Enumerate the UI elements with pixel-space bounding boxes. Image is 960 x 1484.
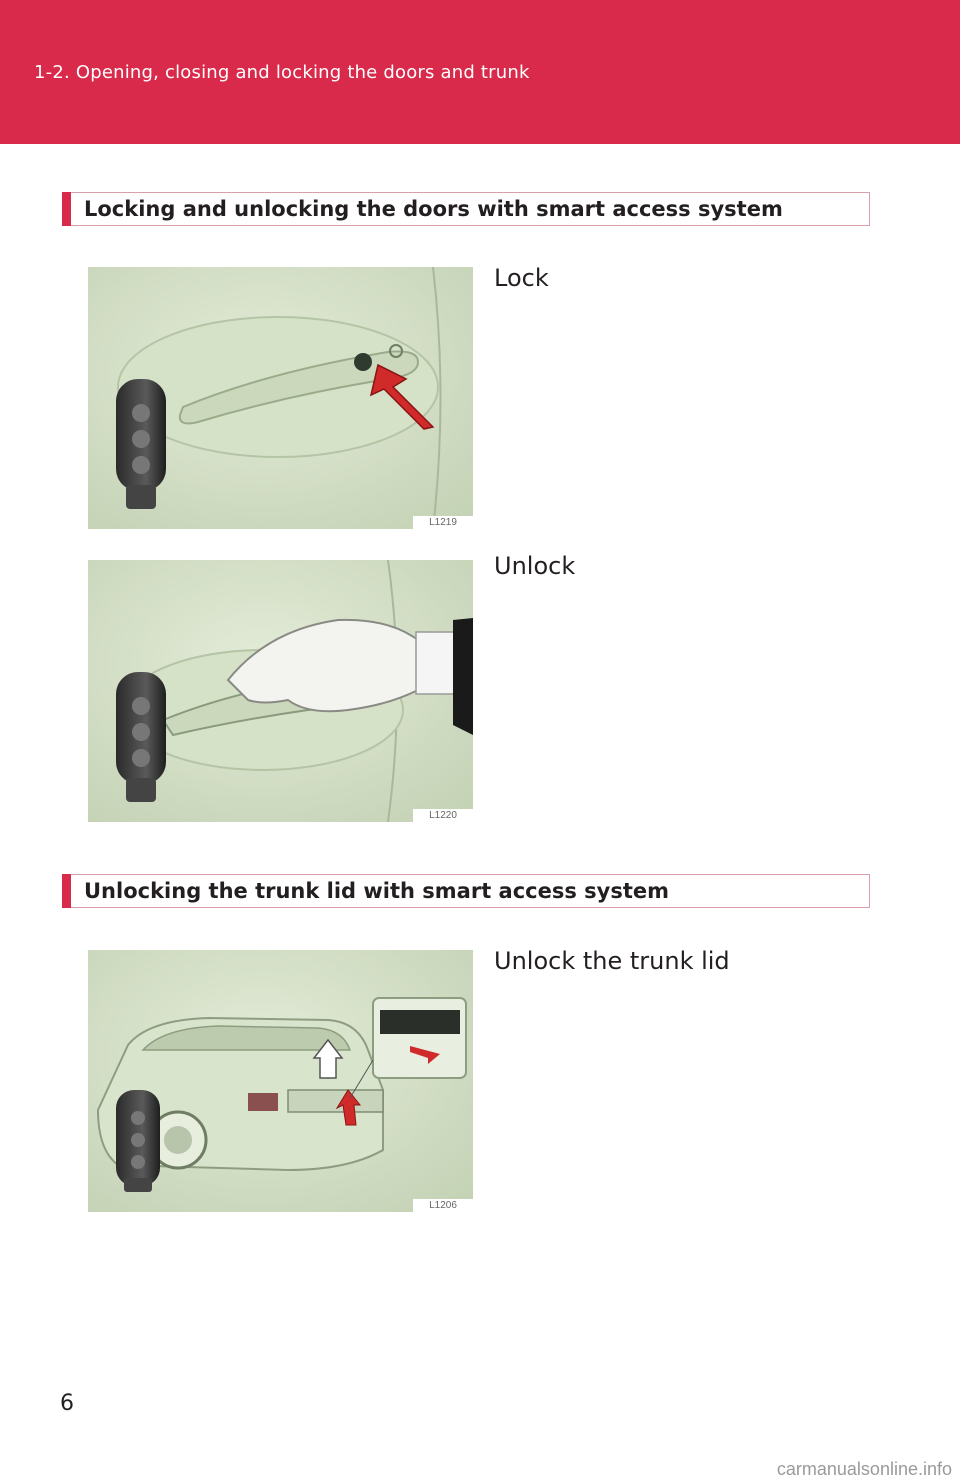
figure-code: L1206 (413, 1199, 473, 1212)
page-header: 1-2. Opening, closing and locking the do… (0, 0, 960, 144)
page-number: 6 (60, 1391, 74, 1416)
section-accent-bar (62, 192, 71, 226)
figure-code: L1220 (413, 809, 473, 822)
trunk-unlock-illustration (88, 950, 473, 1212)
caption-unlock-trunk: Unlock the trunk lid (494, 947, 730, 975)
figure-code: L1219 (413, 516, 473, 529)
section-heading-trunk: Unlocking the trunk lid with smart acces… (62, 874, 870, 908)
door-unlock-illustration (88, 560, 473, 822)
figure-door-lock: L1219 (88, 267, 473, 529)
watermark: carmanualsonline.info (776, 1459, 952, 1479)
figure-trunk-unlock: L1206 (88, 950, 473, 1212)
caption-lock: Lock (494, 264, 549, 292)
section-accent-bar (62, 874, 71, 908)
section-title: Locking and unlocking the doors with sma… (84, 197, 783, 221)
figure-door-unlock: L1220 (88, 560, 473, 822)
door-lock-illustration (88, 267, 473, 529)
section-heading-doors: Locking and unlocking the doors with sma… (62, 192, 870, 226)
section-title: Unlocking the trunk lid with smart acces… (84, 879, 670, 903)
chapter-title: 1-2. Opening, closing and locking the do… (34, 62, 530, 83)
caption-unlock: Unlock (494, 552, 576, 580)
